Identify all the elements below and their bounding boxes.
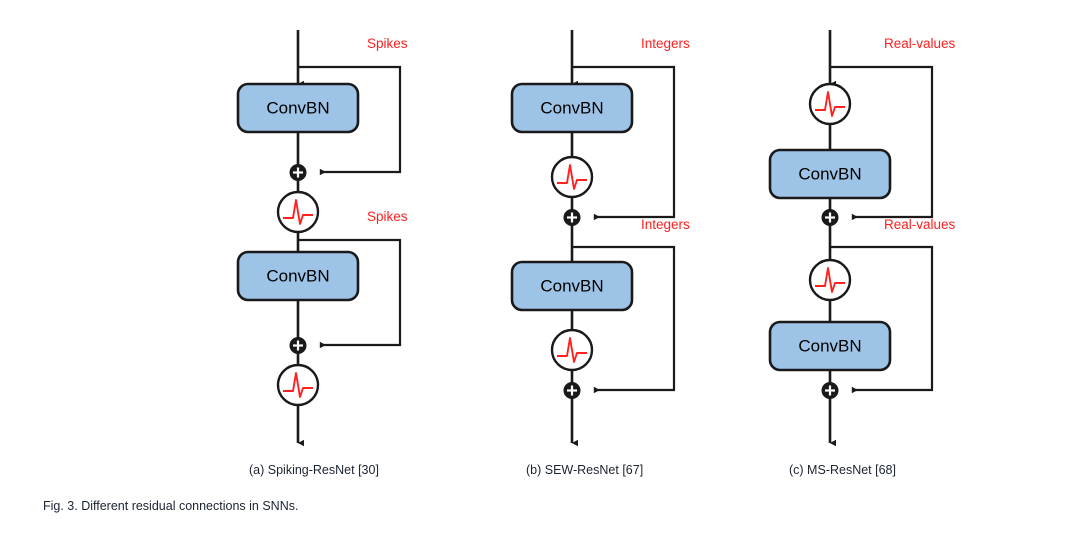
convbn-label: ConvBN	[540, 276, 603, 295]
skip-label-c-2: Real-values	[884, 217, 956, 232]
panel-b: ConvBN ConvBN	[510, 30, 690, 447]
panel-b-adder-1	[563, 209, 581, 226]
convbn-box	[236, 250, 360, 302]
skip-connection-b-1	[572, 65, 676, 221]
convbn-label: ConvBN	[798, 336, 861, 355]
figure-caption: Fig. 3. Different residual connections i…	[43, 499, 299, 513]
convbn-label: ConvBN	[266, 98, 329, 117]
skip-label-b-2: Integers	[641, 217, 690, 232]
convbn-box	[510, 82, 634, 134]
panel-a-spiking-neuron-1	[276, 190, 320, 234]
panel-b-wires	[570, 30, 676, 447]
panel-a-wires	[296, 30, 402, 447]
panel-c-adder-1	[821, 209, 839, 226]
skip-connection-a-1	[298, 65, 402, 176]
panel-a-convbn-2: ConvBN	[236, 250, 360, 302]
panel-c-spiking-neuron-2	[808, 258, 852, 302]
skip-connection-a-2	[298, 238, 402, 349]
panel-c-convbn-2: ConvBN	[768, 320, 892, 372]
panel-c-adder-2	[821, 382, 839, 399]
convbn-box	[768, 320, 892, 372]
panel-a-adder-2	[289, 337, 307, 354]
panel-a-spiking-neuron-2	[276, 363, 320, 407]
skip-connection-b-2	[572, 245, 676, 394]
skip-label-a-2: Spikes	[367, 209, 408, 224]
panel-b-spiking-neuron-2	[550, 328, 594, 372]
skip-label-a-1: Spikes	[367, 36, 408, 51]
subcaption-panel-b: (b) SEW-ResNet [67]	[526, 463, 644, 477]
panel-a: ConvBN ConvBN	[236, 30, 408, 447]
spike-waveform-icon	[283, 372, 313, 398]
spike-waveform-icon	[557, 337, 587, 363]
panel-b-adder-2	[563, 382, 581, 399]
convbn-label: ConvBN	[798, 164, 861, 183]
spike-waveform-icon	[815, 91, 845, 117]
panel-a-adder-1	[289, 164, 307, 181]
panel-b-spiking-neuron-1	[550, 155, 594, 199]
panel-b-convbn-2: ConvBN	[510, 260, 634, 312]
convbn-label: ConvBN	[266, 266, 329, 285]
subcaption-panel-a: (a) Spiking-ResNet [30]	[249, 463, 379, 477]
convbn-box	[768, 148, 892, 200]
panel-c-wires	[828, 30, 934, 447]
panel-c: ConvBN ConvBN Real-values Real-	[768, 30, 956, 447]
skip-label-b-1: Integers	[641, 36, 690, 51]
convbn-label: ConvBN	[540, 98, 603, 117]
spike-waveform-icon	[557, 164, 587, 190]
spike-waveform-icon	[815, 267, 845, 293]
skip-connection-c-1	[830, 65, 934, 221]
subcaption-panel-c: (c) MS-ResNet [68]	[789, 463, 896, 477]
convbn-box	[510, 260, 634, 312]
panel-c-convbn-1: ConvBN	[768, 148, 892, 200]
panel-a-convbn-1: ConvBN	[236, 82, 360, 134]
panel-c-spiking-neuron-1	[808, 82, 852, 126]
skip-label-c-1: Real-values	[884, 36, 956, 51]
skip-connection-c-2	[830, 245, 934, 394]
spike-waveform-icon	[283, 199, 313, 225]
convbn-box	[236, 82, 360, 134]
panel-b-convbn-1: ConvBN	[510, 82, 634, 134]
